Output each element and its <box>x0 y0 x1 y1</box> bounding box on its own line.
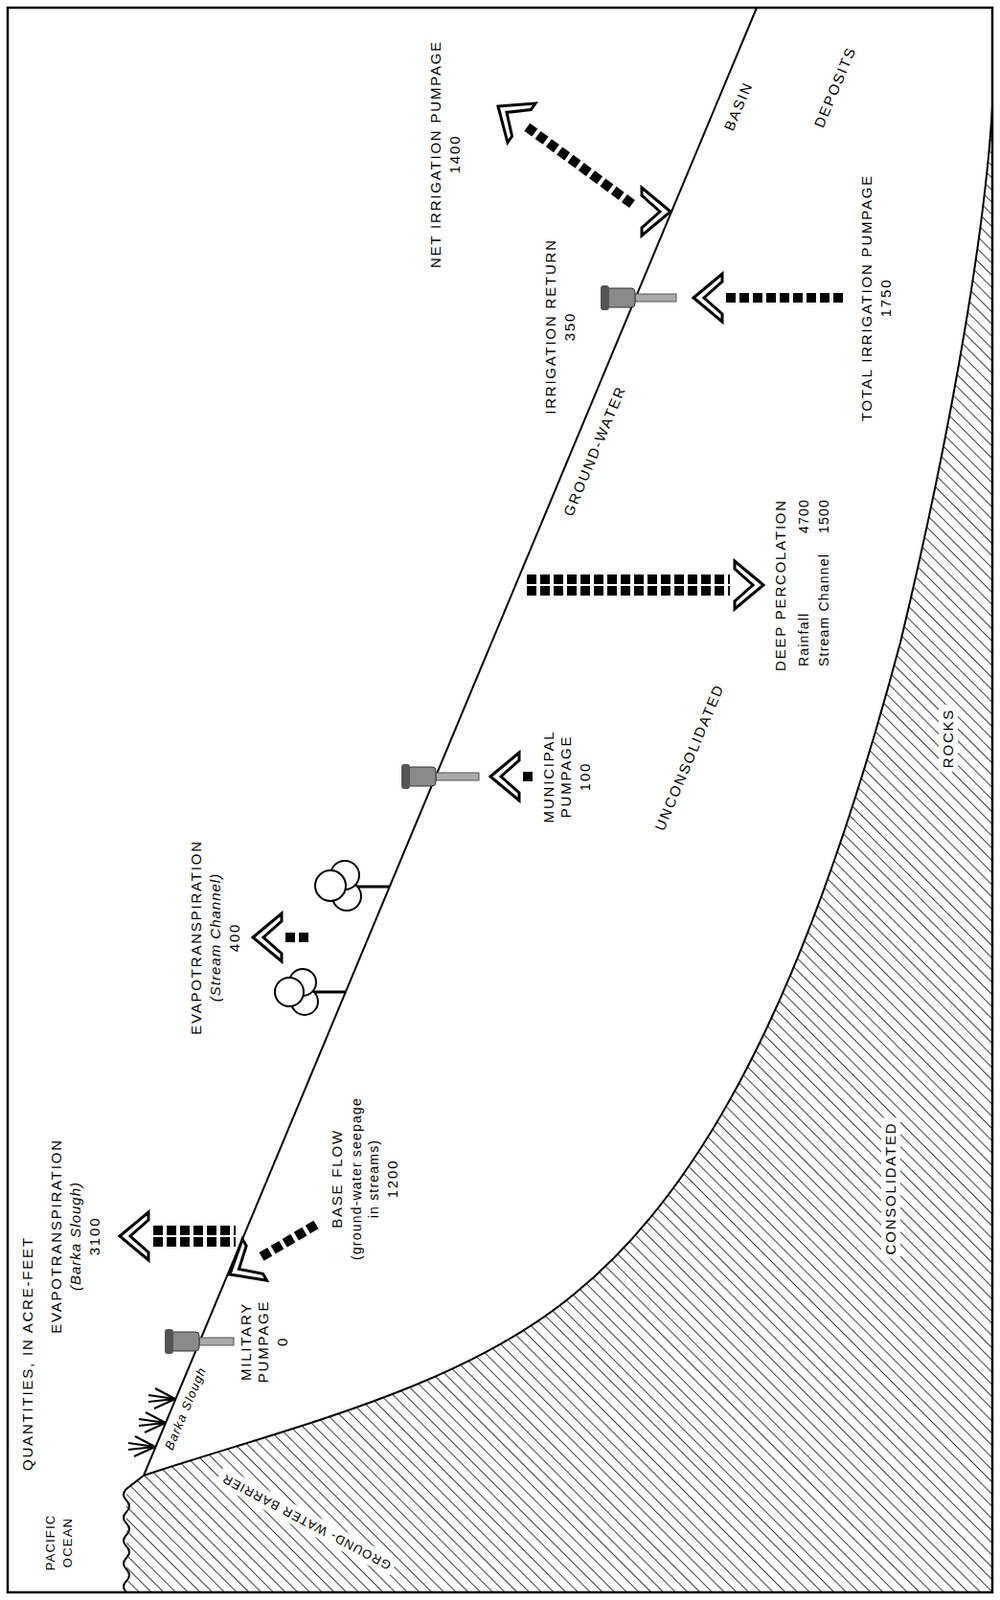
diagram-label: (Stream Channel) <box>206 873 225 1002</box>
figure-frame <box>7 7 993 1593</box>
arrow-head <box>693 273 723 322</box>
ground-surface <box>143 7 757 1477</box>
pump-cap <box>401 764 410 790</box>
diagram-label: MILITARY PUMPAGE <box>237 1288 273 1396</box>
diagram-label: 3100 <box>86 1217 104 1257</box>
well-pipe <box>435 772 479 781</box>
pump-cap <box>164 1329 174 1355</box>
diagram-label: NET IRRIGATION PUMPAGE <box>427 40 445 269</box>
diagram-label: 4700 <box>795 499 813 534</box>
diagram-label: GROUND-WATER <box>560 383 631 519</box>
diagram-label: TOTAL IRRIGATION PUMPAGE <box>858 174 876 422</box>
diagram-label: ROCKS <box>938 704 958 773</box>
diagram-label: 1750 <box>877 278 895 319</box>
diagram-label: EVAPOTRANSPIRATION <box>187 840 205 1036</box>
diagram-label: 1400 <box>446 135 464 175</box>
arrow-body <box>524 125 633 205</box>
well-pipe <box>635 294 677 302</box>
arrow-body <box>153 1226 236 1236</box>
arrow-body <box>153 1237 236 1248</box>
diagram-label: MUNICIPAL PUMPAGE <box>540 717 575 837</box>
tree-trunk <box>311 991 346 995</box>
diagram-label: BASE FLOW <box>328 1129 346 1229</box>
et-stream-arrow <box>252 913 309 962</box>
diagram-label: CONSOLIDATED <box>881 1118 901 1260</box>
arrow-head <box>483 87 535 143</box>
pump-head <box>170 1332 200 1352</box>
arrow-body <box>522 772 533 782</box>
deep-percolation-arrow <box>526 561 764 610</box>
arrow-head <box>252 913 282 962</box>
irrigation-return-arrow <box>641 187 671 236</box>
pump-head <box>606 288 636 308</box>
diagram-label: 350 <box>561 312 579 341</box>
tree-crown <box>274 977 304 1007</box>
arrow-body <box>285 932 309 943</box>
base-flow-arrow <box>217 1225 317 1296</box>
arrow-head <box>490 752 520 801</box>
diagram-label: DEPOSITS <box>810 44 860 131</box>
diagram-label: EVAPOTRANSPIRATION <box>47 1138 66 1335</box>
diagram-label: 400 <box>226 923 244 953</box>
arrow-head <box>641 187 671 236</box>
diagram-label: PACIFIC OCEAN <box>42 1499 77 1588</box>
diagram-label: Rainfall <box>795 613 813 667</box>
municipal-arrow <box>490 752 533 801</box>
diagram-label: (ground-water seepage in streams) <box>347 1089 383 1270</box>
pump-head <box>407 767 436 787</box>
diagram-label: UNCONSOLIDATED <box>651 681 728 834</box>
net-irrigation-arrow <box>483 87 633 205</box>
figure-title: QUANTITIES, IN ACRE-FEET <box>19 1236 37 1472</box>
arrow-body <box>260 1225 317 1258</box>
ocean-wave <box>123 1476 144 1593</box>
arrow-body <box>526 586 730 596</box>
diagram-label: DEEP PERCOLATION <box>772 499 790 672</box>
et-barka-arrow <box>119 1212 236 1261</box>
diagram-label: BASIN <box>720 79 756 135</box>
diagram-label: 1200 <box>384 1159 402 1200</box>
diagram-label: 1500 <box>815 499 833 534</box>
arrow-head <box>734 561 764 610</box>
stream-trees <box>274 861 390 1016</box>
rock-boundary <box>143 106 993 1477</box>
diagram-label: 100 <box>576 762 594 792</box>
diagram-label: IRRIGATION RETURN <box>542 238 560 415</box>
municipal-well <box>401 764 479 790</box>
diagram-label: Stream Channel <box>815 553 833 667</box>
arrow-head <box>119 1212 149 1261</box>
diagram-label: Barka Slough <box>160 1364 211 1454</box>
well-pipe <box>199 1338 234 1346</box>
diagram-label: 0 <box>273 1337 292 1347</box>
tree-crown <box>315 870 346 902</box>
military-well <box>164 1329 234 1355</box>
arrow-head <box>217 1239 267 1296</box>
consolidated-rock <box>126 106 993 1593</box>
pump-cap <box>600 285 610 311</box>
irrigation-well <box>600 285 677 311</box>
arrow-body <box>526 574 730 585</box>
diagram-label: (Barka Slough) <box>67 1181 85 1292</box>
arrow-body <box>726 293 847 303</box>
total-irrigation-arrow <box>693 273 847 322</box>
